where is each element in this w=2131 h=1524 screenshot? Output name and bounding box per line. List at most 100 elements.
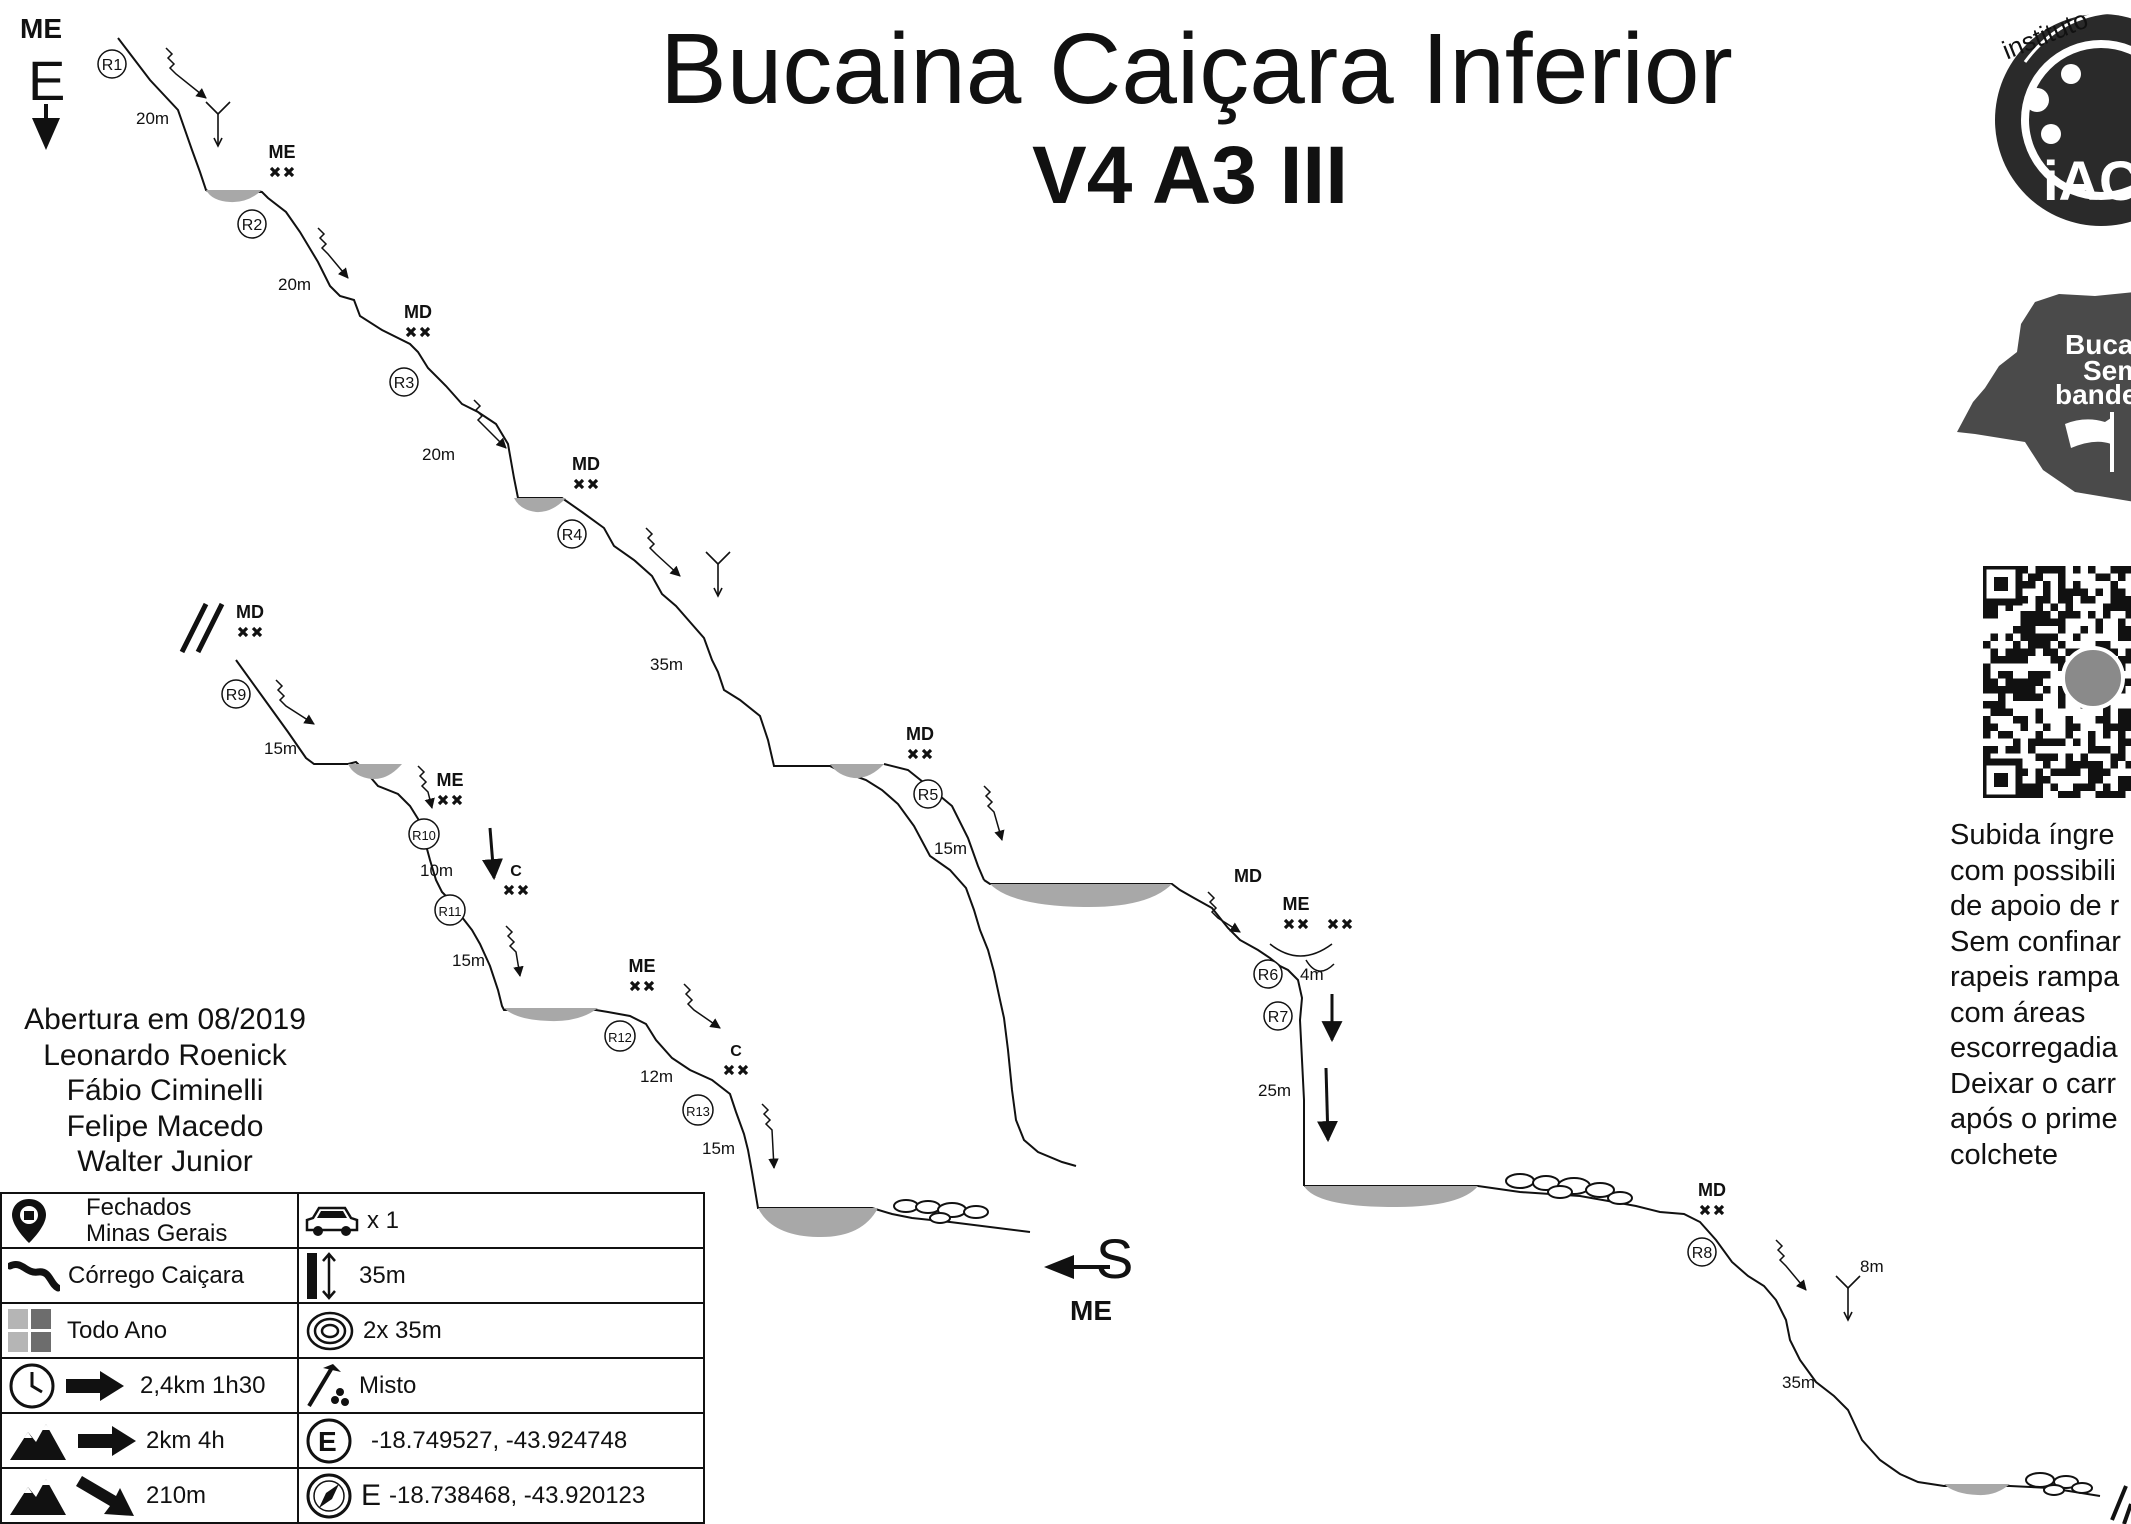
opening-date: Abertura em 08/2019 — [24, 1003, 306, 1036]
rappel-id: R11 — [439, 904, 462, 919]
rappel-id: R5 — [918, 787, 939, 804]
rappel-length: 12m — [640, 1067, 673, 1086]
page-title: Bucaina Caiçara Inferior — [660, 13, 1733, 125]
anchor-bolts-icon — [1283, 918, 1309, 930]
compass-icon — [306, 1473, 352, 1518]
pool-4 — [990, 884, 1172, 908]
grade-rating: V4 A3 III — [1032, 130, 1348, 221]
logo-text-line: bande — [2055, 379, 2131, 410]
rappel-labels: 20m20mME20mMD35mMD15mMD4mME25m35mMD15mMD… — [136, 109, 1815, 1392]
jump-icon — [705, 551, 731, 597]
canyon-profile-1 — [117, 37, 1077, 1167]
rappel-marker-r10 — [408, 818, 440, 850]
exit-letter: S — [1096, 1227, 1133, 1290]
arrow-right-icon — [66, 1370, 124, 1401]
car-icon — [305, 1206, 359, 1236]
rappel-length: 15m — [934, 839, 967, 858]
anchor-type-label: C — [730, 1043, 742, 1060]
pool-8 — [504, 1008, 598, 1022]
rappel-marker-r11 — [434, 894, 466, 926]
clock-icon — [9, 1363, 55, 1408]
mountain-icon — [10, 1478, 66, 1515]
anchor-bolts-icon — [629, 980, 655, 992]
anchor-type-label: C — [510, 863, 522, 880]
continuation-marks-icon-2 — [179, 602, 225, 654]
max-rappel-value: 35m — [359, 1261, 406, 1289]
rappel-marker-r7 — [1263, 1001, 1293, 1031]
logo-text-line: Buca — [2065, 329, 2131, 360]
boulders-3 — [893, 1199, 989, 1224]
rappel-length: 15m — [702, 1139, 735, 1158]
location-state: Minas Gerais — [86, 1219, 228, 1247]
flag-icon — [2065, 418, 2111, 448]
stream-name: Córrego Caiçara — [68, 1261, 245, 1289]
boulders-2 — [2025, 1472, 2093, 1496]
season-icon — [8, 1309, 51, 1352]
rappel-length: 35m — [650, 655, 683, 674]
anchor-bolts-icon — [269, 166, 295, 178]
canyon-profile-2 — [983, 879, 1305, 1186]
arrow-down-right-icon — [76, 1475, 134, 1516]
season-value: Todo Ano — [67, 1316, 168, 1344]
boulders-1 — [1505, 1173, 1633, 1205]
elevation-drop-value: 210m — [146, 1481, 207, 1509]
location-pin-icon — [12, 1198, 46, 1243]
anchor-type-label: ME — [1283, 894, 1310, 914]
author-name: Fábio Ciminelli — [66, 1074, 264, 1107]
anchor-type-label: MD — [236, 602, 264, 622]
entry-letter: E — [28, 49, 65, 112]
anchor-type-label: MD — [1698, 1180, 1726, 1200]
rappel-length: 20m — [136, 109, 169, 128]
length-label-jump: 8m — [1860, 1257, 1884, 1276]
anchor-bolts-icon — [907, 748, 933, 760]
info-table: Fechados Minas Gerais x 1 Córrego Caiçar… — [0, 1192, 705, 1524]
rappel-length: 15m — [264, 739, 297, 758]
entry-coordinate-icon: E — [306, 1418, 352, 1463]
pool-3 — [830, 764, 884, 779]
anchor-bolts-icon — [1699, 1204, 1725, 1216]
jump-icon — [205, 101, 231, 147]
approach-value: 2,4km 1h30 — [140, 1371, 266, 1399]
anchor-type-label: MD — [404, 302, 432, 322]
canyon-profile-3 — [1304, 1185, 2101, 1497]
entry-label: ME — [20, 13, 62, 44]
bucaina-sem-bandeira-logo: Buca Sem bande — [1957, 292, 2131, 502]
rappel-length: 25m — [1258, 1081, 1291, 1100]
rappel-marker-r6 — [1253, 959, 1283, 989]
rappel-length: 15m — [452, 951, 485, 970]
logo-text-line: Sem — [2083, 355, 2131, 386]
rappel-id: R7 — [1268, 1009, 1289, 1026]
rappel-length: 10m — [420, 861, 453, 880]
rappel-length: 4m — [1300, 965, 1324, 984]
rappel-length: 35m — [1782, 1373, 1815, 1392]
canyon-profile-4 — [235, 659, 1031, 1233]
anchor-bolts-icon — [405, 326, 431, 338]
route-description: Subida íngre com possibili de apoio de r… — [1950, 819, 2121, 1171]
author-name: Felipe Macedo — [66, 1109, 264, 1143]
water-flow-icons — [165, 47, 1807, 1291]
exit-letter-table: E — [361, 1478, 382, 1512]
rappel-id: R13 — [686, 1104, 710, 1119]
author-name: Leonardo Roenick — [43, 1038, 287, 1072]
svg-text:E: E — [318, 1426, 337, 1457]
anchor-bolts-icon — [1327, 918, 1353, 930]
rappel-id: R3 — [394, 375, 415, 392]
author-name: Walter Junior — [77, 1145, 253, 1178]
entry-coordinates: -18.749527, -43.924748 — [371, 1426, 628, 1454]
rappel-id: R4 — [562, 527, 583, 544]
stream-icon — [8, 1260, 60, 1291]
rappel-id: R1 — [102, 57, 123, 74]
iac-logo: instituto iAC — [1995, 4, 2131, 226]
anchor-bolts-icon — [573, 478, 599, 490]
rappel-marker-r9 — [221, 679, 251, 709]
rappel-marker-r5 — [913, 779, 943, 809]
rappel-id: R2 — [242, 217, 263, 234]
anchor-type-value: Misto — [359, 1371, 417, 1399]
rappel-height-icon — [307, 1251, 336, 1300]
rappel-id: R10 — [412, 828, 436, 843]
rappel-length: 20m — [278, 275, 311, 294]
rappel-marker-r12 — [604, 1020, 636, 1052]
rappel-marker-r1 — [97, 49, 127, 79]
anchor-type-label: MD — [906, 724, 934, 744]
